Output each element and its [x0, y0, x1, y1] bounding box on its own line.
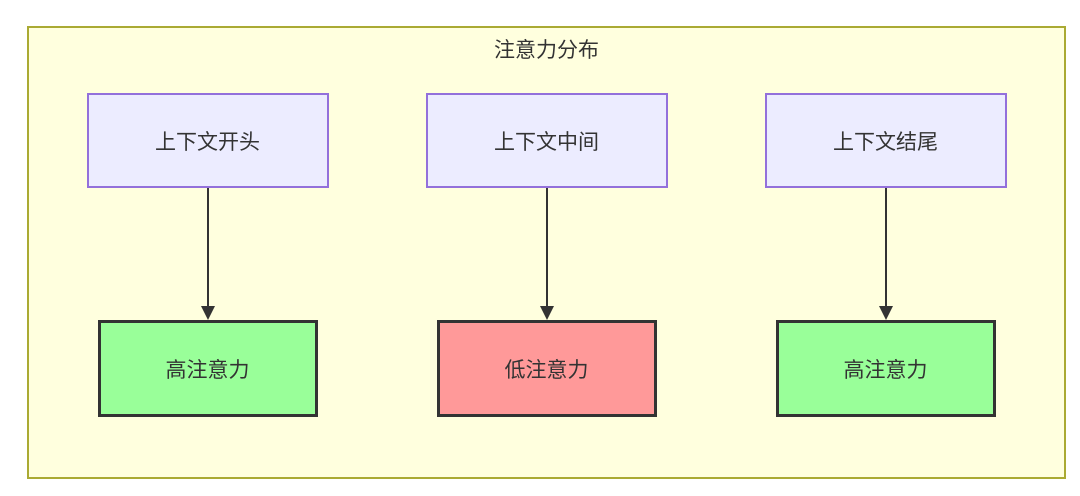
diagram-title: 注意力分布: [494, 39, 599, 62]
arrow-down-icon: [878, 188, 893, 320]
arrow-line: [884, 188, 887, 306]
arrow-line: [545, 188, 548, 306]
flow-column-context-end: 上下文结尾 高注意力: [764, 93, 1007, 417]
arrow-head-icon: [200, 306, 215, 320]
attention-distribution-diagram: 注意力分布 上下文开头 高注意力 上下文中间 低注意力 上下文结尾: [27, 26, 1066, 479]
node-low-attention: 低注意力: [436, 320, 657, 417]
arrow-head-icon: [539, 306, 554, 320]
node-context-start: 上下文开头: [86, 93, 329, 188]
arrow-line: [206, 188, 209, 306]
arrow-down-icon: [200, 188, 215, 320]
node-high-attention-left: 高注意力: [97, 320, 318, 417]
flow-columns: 上下文开头 高注意力 上下文中间 低注意力 上下文结尾: [29, 93, 1064, 417]
flow-column-context-start: 上下文开头 高注意力: [86, 93, 329, 417]
node-high-attention-right: 高注意力: [775, 320, 996, 417]
arrow-head-icon: [878, 306, 893, 320]
node-context-end: 上下文结尾: [764, 93, 1007, 188]
flow-column-context-middle: 上下文中间 低注意力: [425, 93, 668, 417]
arrow-down-icon: [539, 188, 554, 320]
node-context-middle: 上下文中间: [425, 93, 668, 188]
